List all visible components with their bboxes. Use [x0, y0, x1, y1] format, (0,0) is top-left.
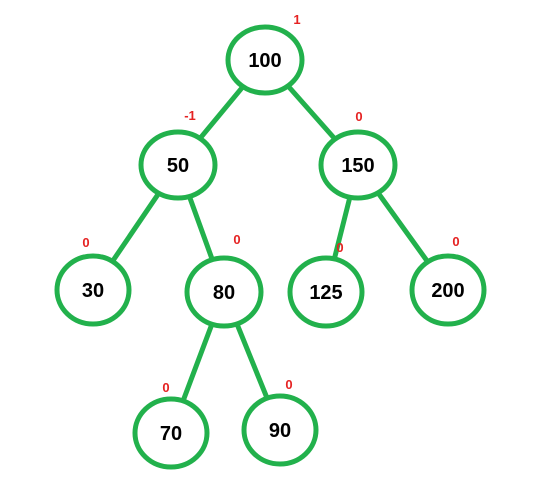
edge-80-90 [234, 321, 270, 401]
node-value: 90 [269, 420, 291, 442]
edge-50-80 [186, 193, 215, 263]
node-circle [318, 129, 398, 201]
node-value: 80 [213, 282, 235, 304]
node-circle [132, 396, 210, 470]
edge-80-70 [180, 321, 215, 404]
node-value: 200 [431, 280, 464, 302]
tree-node-100: 100 1 [225, 12, 305, 96]
edge-100-150 [285, 83, 338, 142]
tree-node-125: 125 0 [287, 240, 365, 329]
tree-edges [109, 83, 431, 404]
node-value: 100 [248, 50, 281, 72]
tree-node-90: 90 0 [241, 377, 319, 467]
balance-factor: -1 [184, 108, 196, 123]
node-value: 125 [309, 282, 342, 304]
edge-150-200 [375, 190, 431, 265]
node-circle [409, 253, 487, 327]
node-value: 70 [160, 423, 182, 445]
tree-node-50: 50 -1 [138, 108, 218, 201]
node-circle [184, 255, 264, 329]
node-circle [225, 24, 305, 96]
node-circle [54, 253, 132, 327]
node-value: 150 [341, 155, 374, 177]
node-circle [138, 129, 218, 201]
balance-factor: 0 [452, 234, 459, 249]
edge-100-50 [197, 84, 246, 141]
edge-50-30 [109, 190, 162, 264]
node-value: 30 [82, 280, 104, 302]
tree-node-70: 70 0 [132, 380, 210, 470]
balance-factor: 0 [336, 240, 343, 255]
balance-factor: 0 [233, 232, 240, 247]
balance-factor: 1 [293, 12, 300, 27]
balance-factor: 0 [285, 377, 292, 392]
tree-node-80: 80 0 [184, 232, 264, 329]
balance-factor: 0 [355, 109, 362, 124]
node-circle [241, 393, 319, 467]
tree-node-30: 30 0 [54, 235, 132, 327]
balance-factor: 0 [82, 235, 89, 250]
node-value: 50 [167, 155, 189, 177]
node-circle [287, 255, 365, 329]
edge-150-125 [331, 194, 353, 262]
balance-factor: 0 [162, 380, 169, 395]
